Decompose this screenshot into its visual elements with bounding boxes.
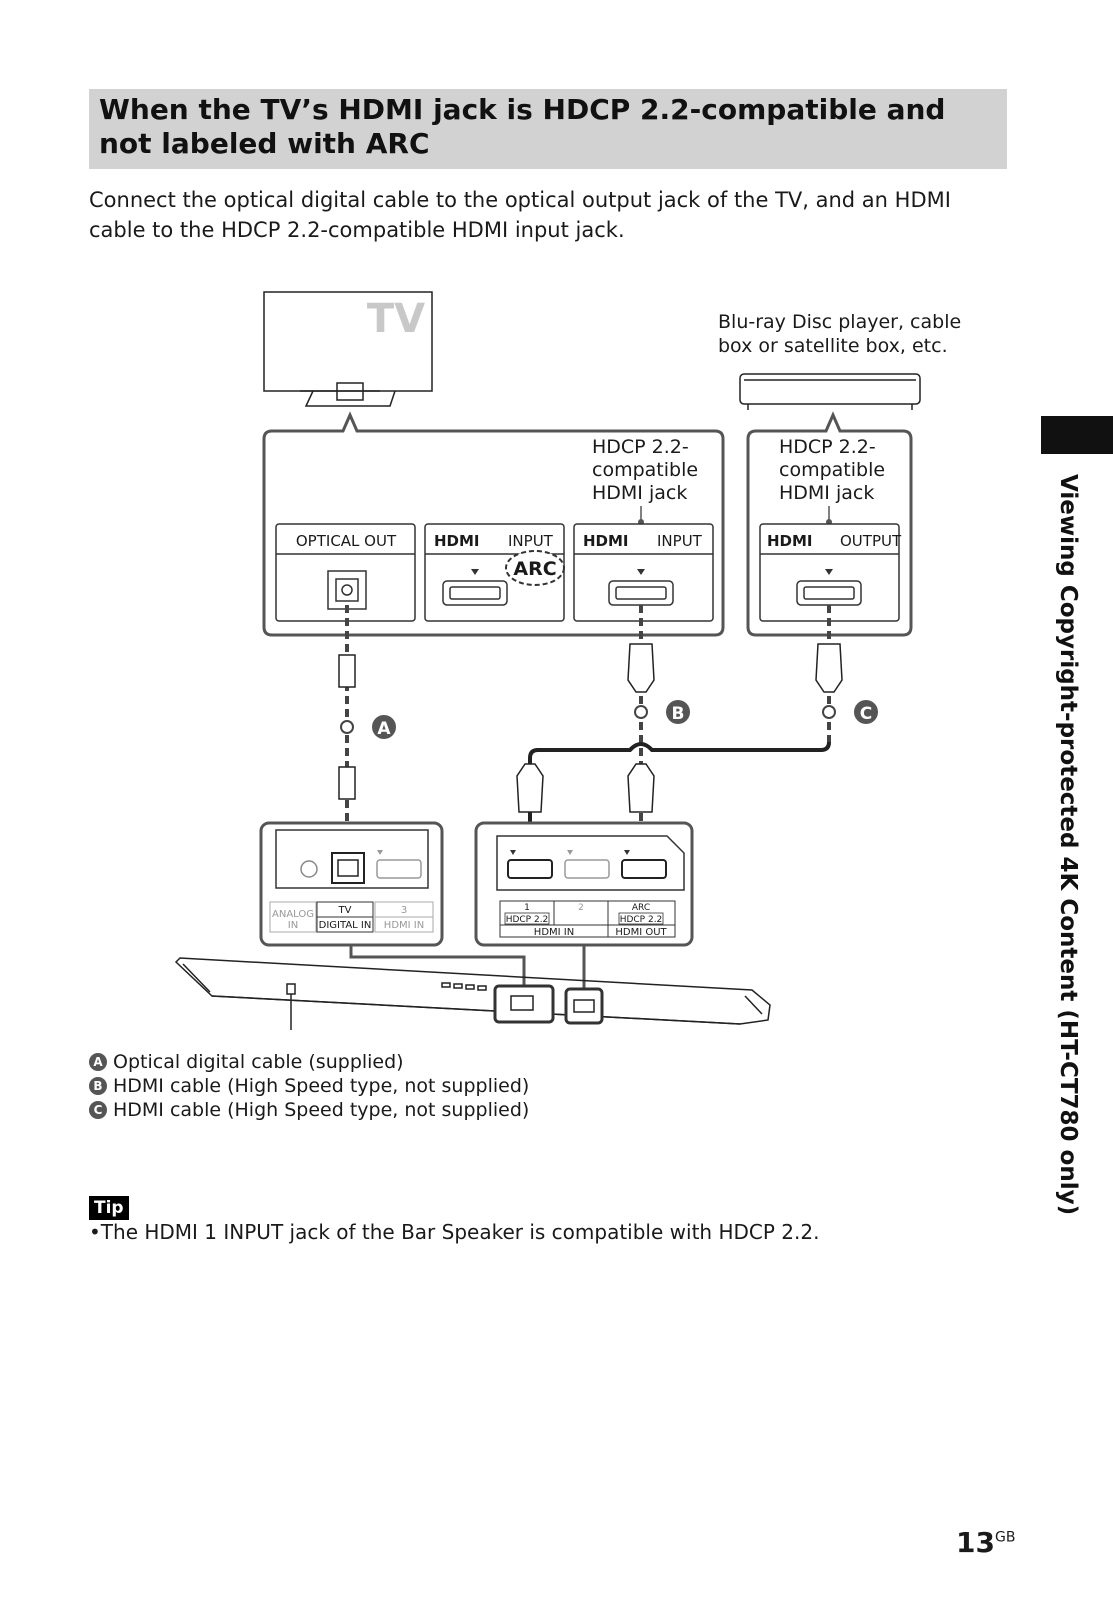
intro-paragraph: Connect the optical digital cable to the… — [89, 188, 951, 242]
bar-digital-in-label: DIGITAL IN — [319, 920, 372, 931]
legend-badge-b: B — [89, 1077, 107, 1095]
player-jack-callout — [746, 411, 913, 637]
player-illustration — [739, 373, 921, 410]
side-chapter-title: Viewing Copyright-protected 4K Content (… — [1055, 474, 1081, 1216]
cable-label-a: A — [372, 715, 396, 739]
legend-text-b: HDMI cable (High Speed type, not supplie… — [113, 1075, 530, 1097]
tv-jack-callout — [262, 411, 725, 637]
bar-num2-label: 2 — [578, 903, 584, 913]
hdmi-logo-2: HDMI — [583, 532, 629, 550]
tv-hdmi-input-port: HDMI INPUT — [573, 523, 714, 622]
hdcp-note-tv: HDCP 2.2- compatible HDMI jack — [592, 436, 698, 526]
legend-item: B HDMI cable (High Speed type, not suppl… — [89, 1074, 529, 1098]
page-number-value: 13 — [956, 1526, 995, 1559]
hdcp-note-player-line2: compatible — [779, 459, 885, 481]
bar-hdcp-label-2: HDCP 2.2 — [620, 915, 663, 925]
tv-input1-label: INPUT — [508, 532, 554, 550]
legend-item: C HDMI cable (High Speed type, not suppl… — [89, 1098, 529, 1122]
bar-hdmi-in-label: HDMI IN — [534, 927, 574, 938]
bar-in-label: IN — [288, 920, 298, 931]
cable-label-b: B — [666, 700, 690, 724]
bar-num3-label: 3 — [401, 905, 407, 916]
connection-diagram: TV Blu-ray Disc player, cable box or sat… — [174, 291, 961, 1030]
bar-hdcp-label-1: HDCP 2.2 — [506, 915, 549, 925]
tip-text: •The HDMI 1 INPUT jack of the Bar Speake… — [89, 1220, 820, 1244]
bar-speaker-illustration — [174, 957, 771, 1030]
hdmi-logo-3: HDMI — [767, 532, 813, 550]
bar-num1-label: 1 — [524, 903, 530, 913]
tv-label: TV — [367, 296, 425, 342]
legend-item: A Optical digital cable (supplied) — [89, 1050, 529, 1074]
cable-label-a-text: A — [377, 719, 391, 739]
bar-arc-label: ARC — [632, 903, 650, 913]
hdcp-note-tv-line2: compatible — [592, 459, 698, 481]
cable-legend: A Optical digital cable (supplied) B HDM… — [89, 1050, 529, 1122]
cable-label-c-text: C — [860, 704, 872, 724]
tv-illustration — [263, 291, 433, 407]
hdcp-note-tv-line3: HDMI jack — [592, 482, 687, 504]
player-output-label: OUTPUT — [840, 532, 902, 550]
player-label-line1: Blu-ray Disc player, cable — [718, 311, 961, 333]
side-tab-marker — [1041, 416, 1113, 454]
cables — [338, 605, 843, 830]
optical-out-label: OPTICAL OUT — [296, 532, 397, 550]
page-number: 13GB — [956, 1526, 1015, 1559]
cable-label-b-text: B — [672, 704, 685, 724]
section-heading-box: When the TV’s HDMI jack is HDCP 2.2-comp… — [89, 89, 1007, 169]
tv-hdmi-input-arc-port: HDMI INPUT ARC — [424, 523, 565, 622]
tv-input2-label: INPUT — [657, 532, 703, 550]
hdcp-note-player-line3: HDMI jack — [779, 482, 874, 504]
legend-badge-a: A — [89, 1053, 107, 1071]
page-number-suffix: GB — [994, 1529, 1016, 1546]
bar-analog-label: ANALOG — [272, 909, 314, 920]
hdcp-note-player: HDCP 2.2- compatible HDMI jack — [779, 436, 885, 526]
bar-right-panel: 1 2 ARC HDCP 2.2 HDCP 2.2 HDMI IN HDMI O… — [474, 821, 694, 990]
legend-badge-c: C — [89, 1101, 107, 1119]
hdcp-note-tv-line1: HDCP 2.2- — [592, 436, 689, 458]
bar-hdmi-in3-label: HDMI IN — [384, 920, 424, 931]
arc-label: ARC — [513, 558, 556, 580]
bar-tv-label: TV — [338, 905, 352, 916]
cable-label-c: C — [854, 700, 878, 724]
bar-left-panel: ANALOG IN TV DIGITAL IN 3 HDMI IN — [259, 821, 526, 990]
legend-text-c: HDMI cable (High Speed type, not supplie… — [113, 1099, 530, 1121]
tv-optical-out-port: OPTICAL OUT — [275, 523, 416, 622]
player-label-line2: box or satellite box, etc. — [718, 335, 948, 357]
section-heading: When the TV’s HDMI jack is HDCP 2.2-comp… — [99, 93, 946, 160]
tip-label: Tip — [89, 1196, 129, 1220]
player-hdmi-output-port: HDMI OUTPUT — [759, 523, 902, 622]
hdcp-note-player-line1: HDCP 2.2- — [779, 436, 876, 458]
legend-text-a: Optical digital cable (supplied) — [113, 1051, 404, 1073]
hdmi-logo: HDMI — [434, 532, 480, 550]
bar-hdmi-out-label: HDMI OUT — [615, 927, 667, 938]
